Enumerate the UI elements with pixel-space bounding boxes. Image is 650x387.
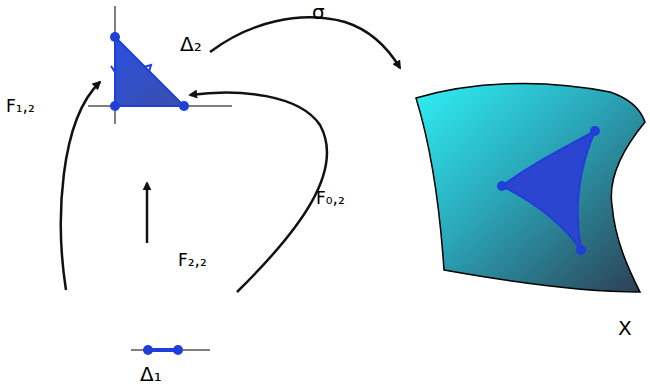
- vertex: [590, 126, 600, 136]
- simplex-name: Δ₂: [180, 34, 202, 54]
- standard-2-simplex: [110, 32, 189, 111]
- surface: [416, 83, 645, 292]
- sigma-arrow: [210, 17, 400, 68]
- line: [131, 350, 210, 351]
- vertex: [173, 345, 183, 355]
- space-name: X: [618, 318, 632, 338]
- face-map-arrow: [146, 183, 149, 243]
- face-map-arrow: [61, 82, 100, 290]
- face-map-name: F₀,₂: [316, 190, 345, 207]
- singular-simplex: [502, 131, 595, 250]
- simplex-name: Δ₁: [140, 364, 162, 384]
- maps: [61, 17, 400, 292]
- vertex: [110, 32, 120, 42]
- face-map-name: F₂,₂: [178, 252, 207, 269]
- face-map-arrow: [190, 93, 327, 292]
- vertex: [143, 345, 153, 355]
- standard-1-simplex: [131, 345, 210, 355]
- axes: [88, 6, 232, 124]
- vertex: [576, 245, 586, 255]
- vertex: [179, 101, 189, 111]
- face-map-name: F₁,₂: [6, 98, 35, 115]
- vertex: [110, 101, 120, 111]
- vertex: [497, 181, 507, 191]
- orientation-marks: [111, 65, 151, 72]
- space-x: [416, 83, 645, 292]
- map-name: σ: [312, 2, 325, 22]
